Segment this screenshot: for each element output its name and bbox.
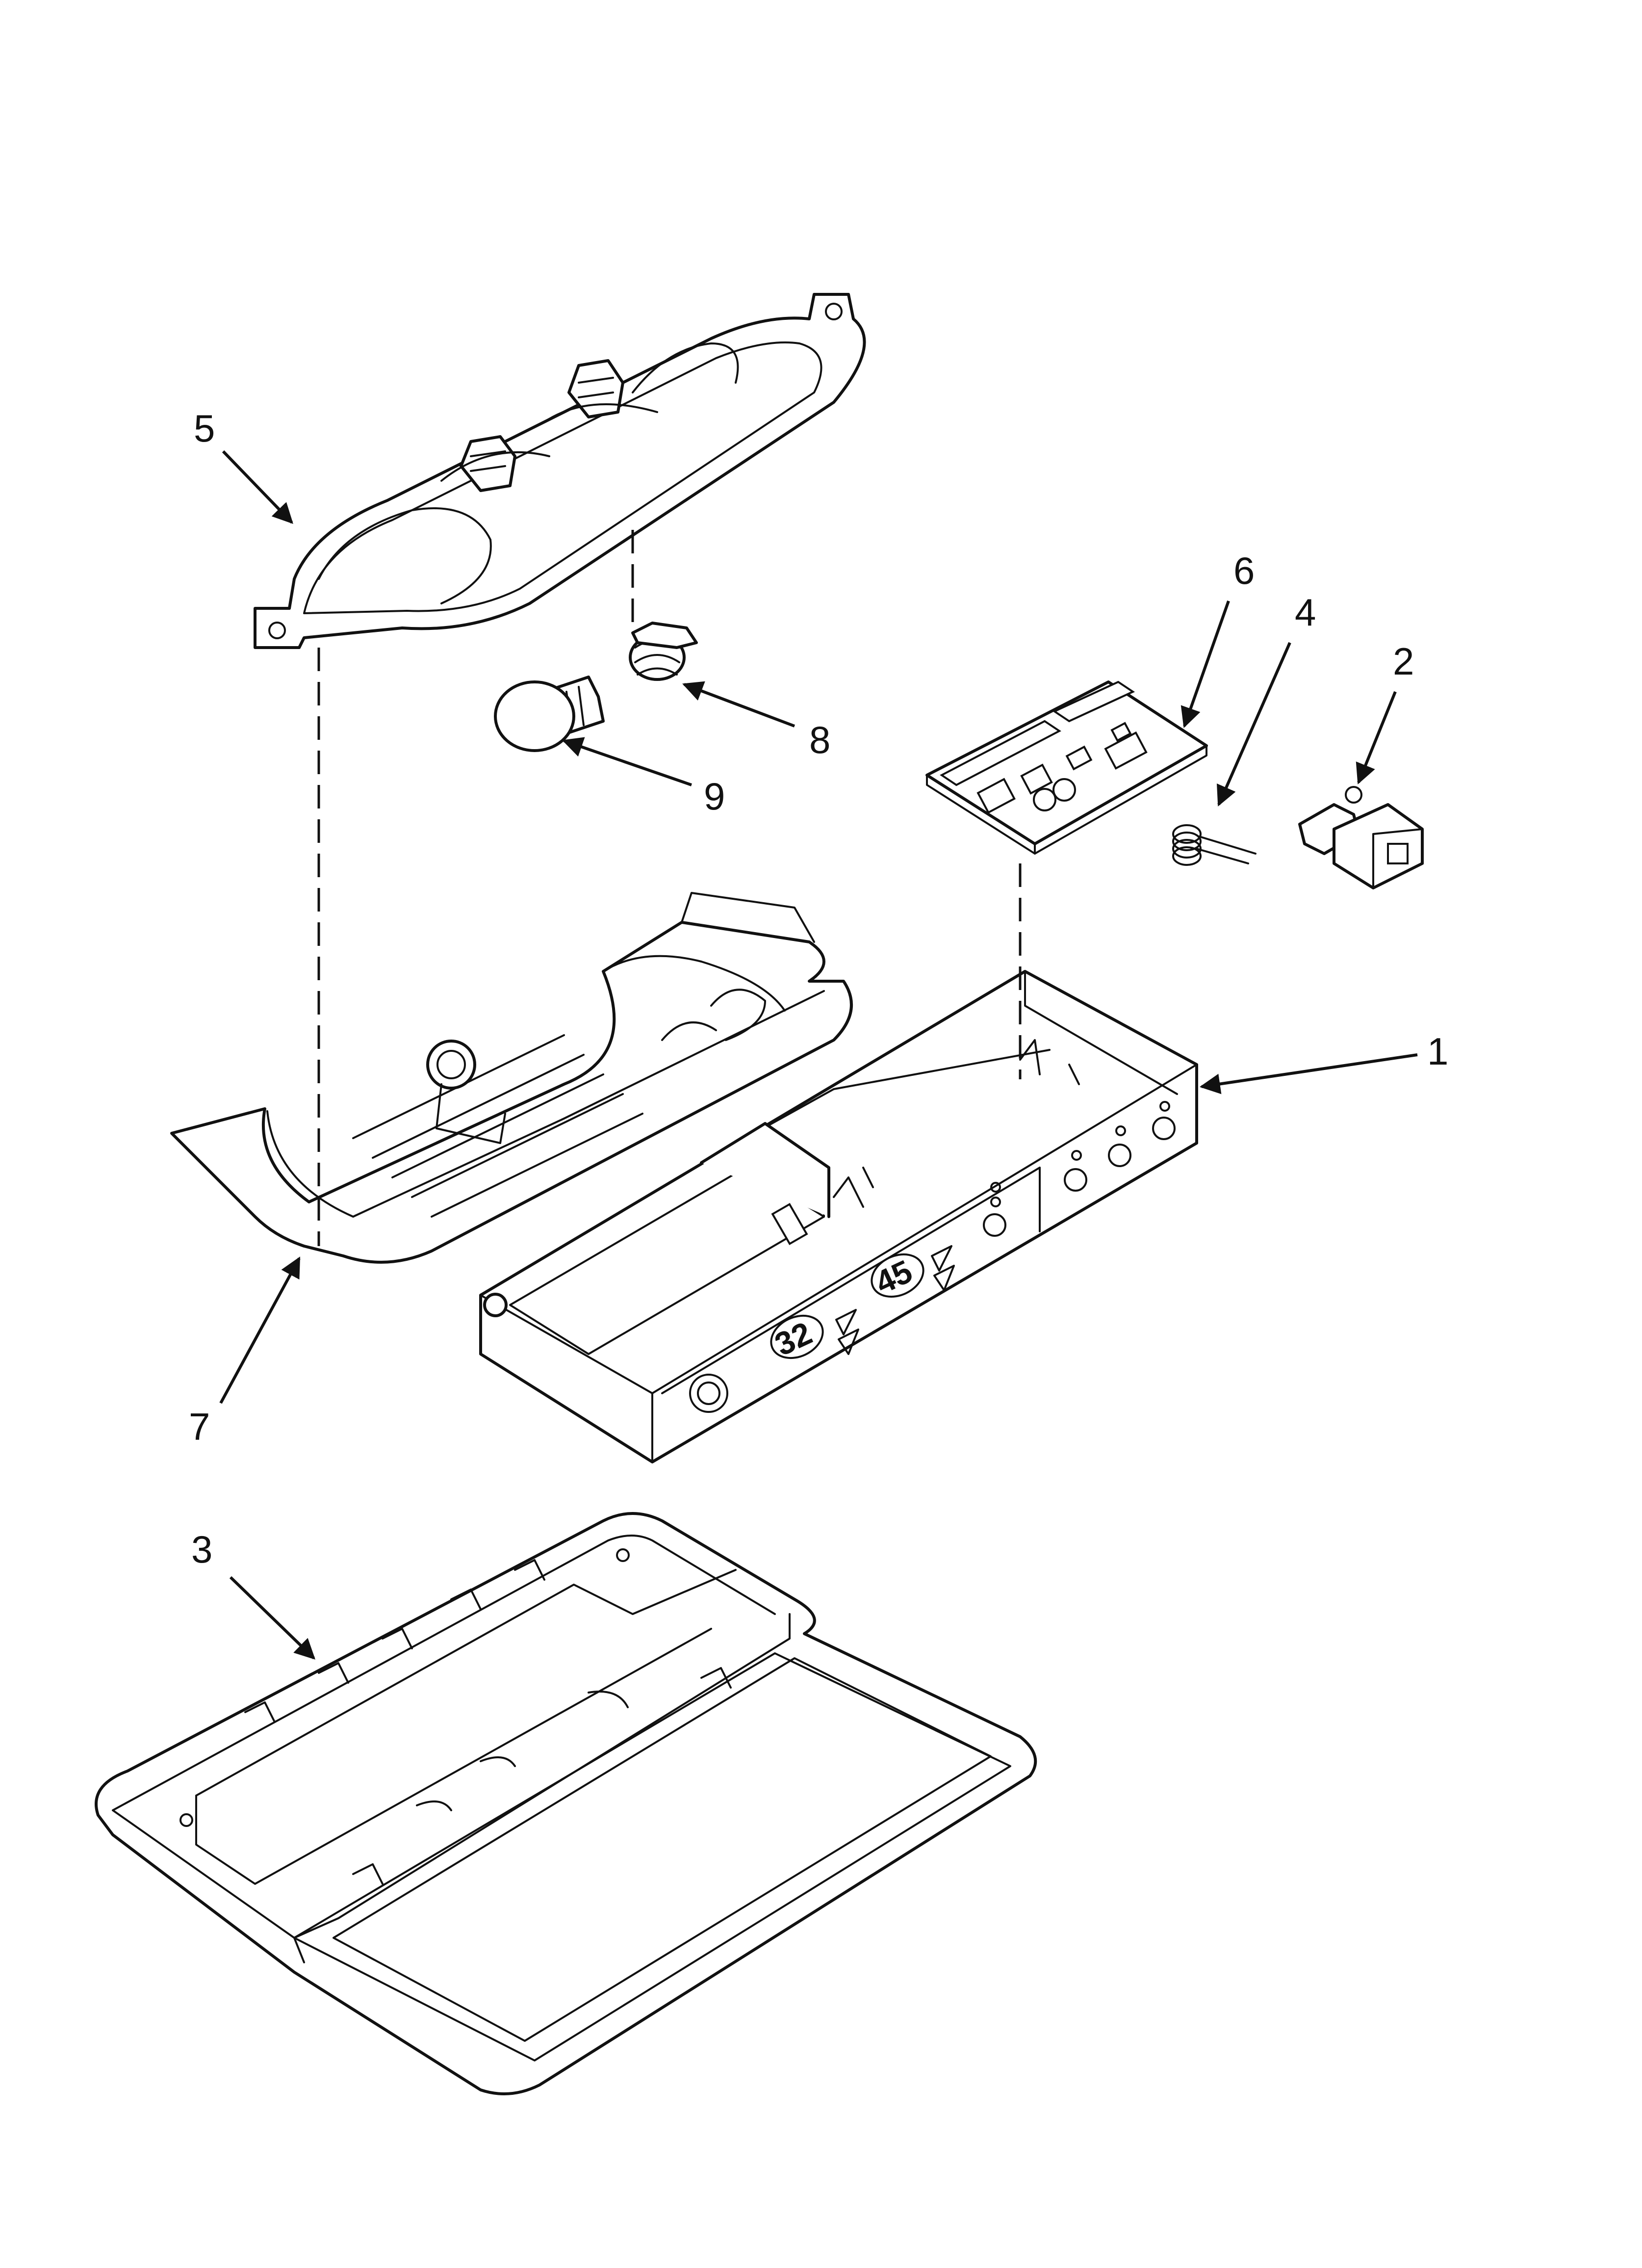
part-6-control-board	[925, 680, 1208, 855]
part-2-switch	[1298, 786, 1424, 889]
callout-1: 1	[1427, 1030, 1448, 1073]
callout-2: 2	[1393, 640, 1414, 683]
part-4-spring	[1172, 824, 1257, 866]
alignment-lines	[317, 530, 1022, 1246]
callout-3: 3	[191, 1528, 212, 1571]
leader-arrows	[219, 450, 1418, 1660]
callout-labels: 5 6 4 2 8 9 1 7 3	[189, 407, 1448, 1571]
callout-4: 4	[1295, 591, 1316, 634]
part-9-light-bulb	[494, 676, 605, 752]
callout-6: 6	[1233, 549, 1255, 592]
callout-9: 9	[704, 775, 725, 818]
callout-8: 8	[809, 718, 830, 761]
part-8-lamp-socket	[629, 622, 698, 681]
part-7-light-shield	[170, 892, 853, 1264]
part-1-control-housing: 32 45	[479, 970, 1198, 1463]
callout-5: 5	[194, 407, 215, 450]
part-5-light-housing	[254, 293, 866, 649]
callout-7: 7	[189, 1405, 210, 1448]
part-3-base-cover	[95, 1512, 1037, 2095]
